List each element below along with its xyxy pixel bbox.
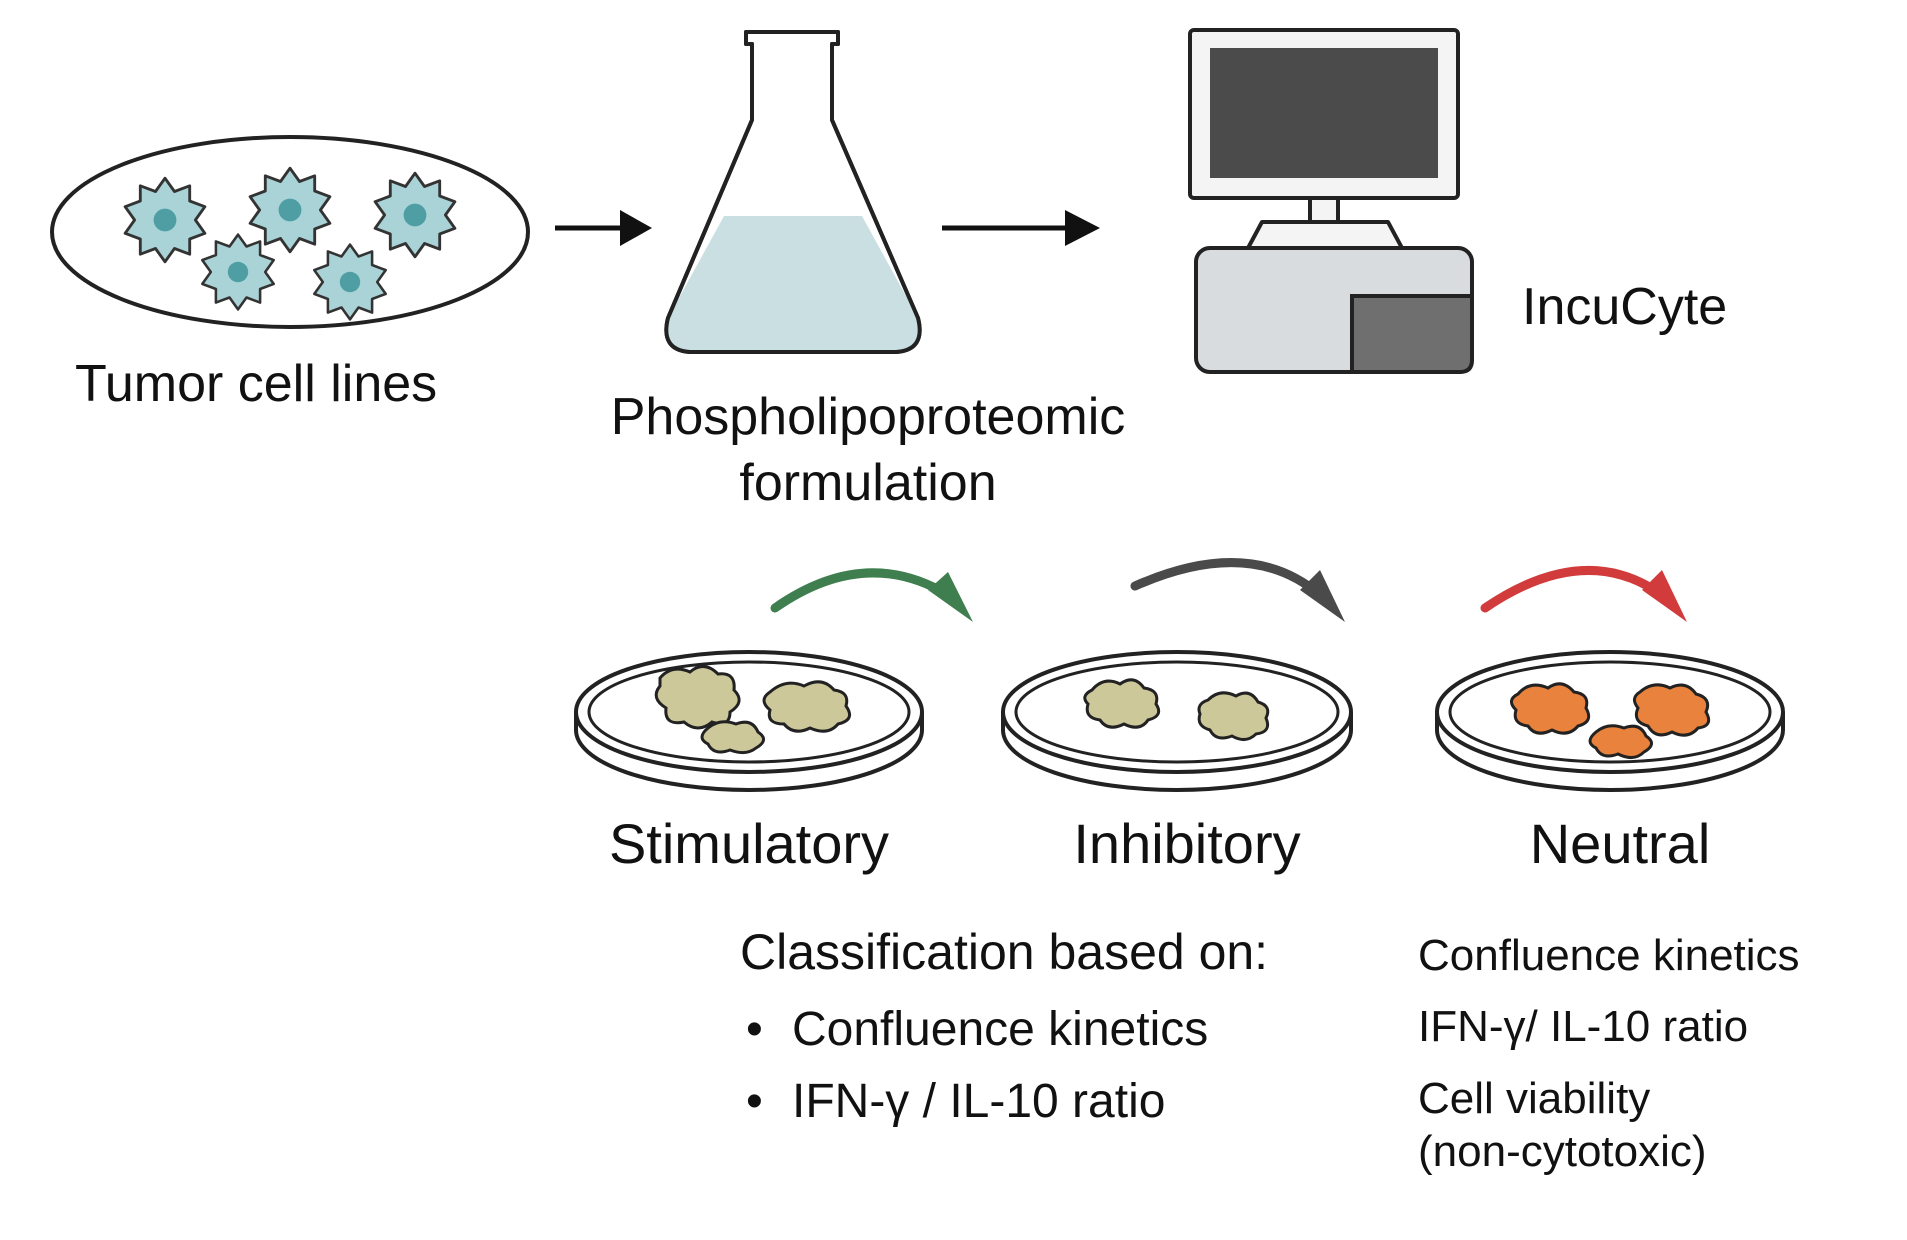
tumor-cell-lines-label: Tumor cell lines <box>75 355 438 413</box>
classification-criteria-list: Confluence kinetics IFN-γ / IL-10 ratio <box>742 994 1208 1138</box>
inhibitory-arrow-icon <box>1130 558 1345 622</box>
formulation-label-line2: formulation <box>739 453 997 512</box>
tumor-dish-icon <box>50 135 530 329</box>
neutral-criteria-list: Confluence kinetics IFN-γ/ IL-10 ratio C… <box>1418 920 1800 1187</box>
list-item: (non-cytotoxic) <box>1418 1126 1707 1176</box>
stimulatory-arrow-icon <box>770 568 973 622</box>
classification-heading: Classification based on: <box>740 924 1269 980</box>
list-item: Confluence kinetics <box>742 994 1208 1066</box>
neutral-dish-icon <box>1435 650 1785 792</box>
incucyte-device-icon <box>1188 28 1474 374</box>
list-item: Cell viability <box>1418 1073 1651 1123</box>
formulation-label: Phospholipoproteomic formulation <box>548 388 1188 514</box>
flask-icon <box>664 30 922 354</box>
inhibitory-dish-icon <box>1001 650 1353 792</box>
category-label-neutral: Neutral <box>1529 812 1711 875</box>
list-item: IFN-γ / IL-10 ratio <box>742 1066 1208 1138</box>
list-item: IFN-γ/ IL-10 ratio <box>1418 1002 1749 1052</box>
neutral-arrow-icon <box>1480 565 1687 622</box>
category-label-inhibitory: Inhibitory <box>1073 812 1301 875</box>
arrow-right-icon <box>942 210 1100 246</box>
formulation-label-line1: Phospholipoproteomic <box>610 388 1126 446</box>
category-label-stimulatory: Stimulatory <box>608 812 890 875</box>
arrow-right-icon <box>555 210 652 246</box>
list-item: Confluence kinetics <box>1418 931 1800 980</box>
incucyte-label: IncuCyte <box>1522 278 1728 336</box>
stimulatory-dish-icon <box>574 650 924 792</box>
